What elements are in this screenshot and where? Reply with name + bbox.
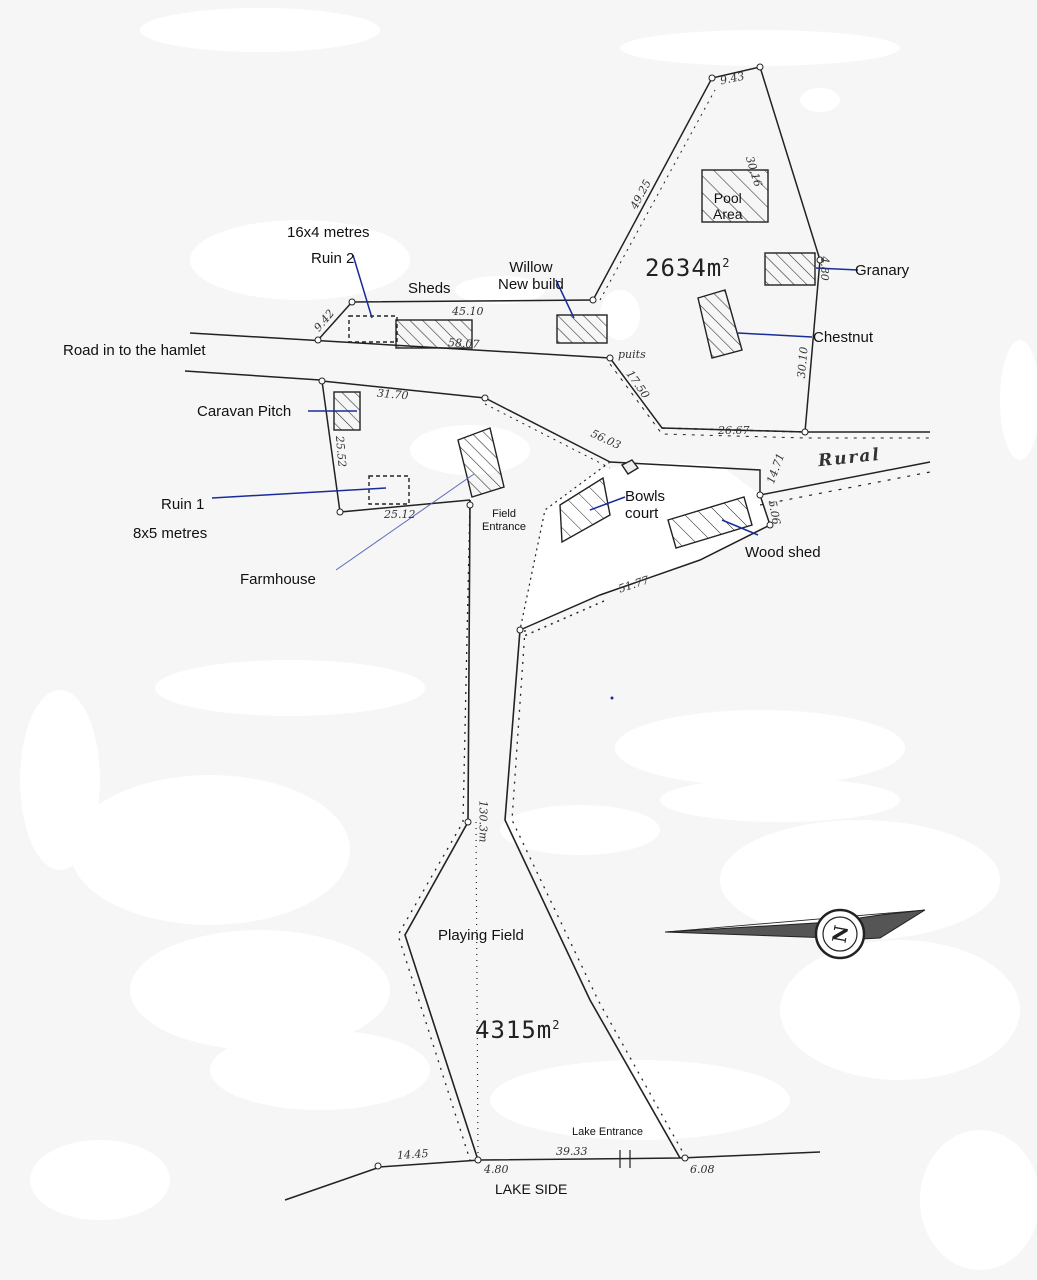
label-road-in: Road in to the hamlet <box>63 342 206 359</box>
label-field-entrance: Field Entrance <box>482 508 526 533</box>
stray-dot <box>610 696 614 700</box>
playing-field-boundary <box>397 499 687 1161</box>
ruin-2 <box>348 315 398 343</box>
area-north-plot: 2634m2 <box>645 254 730 282</box>
meas-2552: 25.52 <box>332 435 349 468</box>
label-entrance: Entrance <box>482 520 527 533</box>
label-willow: Willow <box>509 259 553 276</box>
label-bowls: Bowls <box>625 488 666 505</box>
granary <box>764 252 816 286</box>
well <box>620 459 640 475</box>
meas-480b: 4.80 <box>484 1163 509 1176</box>
label-bowls-court: Bowls court <box>625 488 665 523</box>
compass <box>664 908 926 960</box>
lake-entrance-gate <box>619 1150 631 1168</box>
ruin-1 <box>368 475 410 505</box>
label-new-build: New build <box>498 276 564 294</box>
label-chestnut: Chestnut <box>813 329 874 346</box>
pool-area <box>701 169 769 223</box>
label-pool: Pool <box>713 190 742 206</box>
bowls-court <box>559 476 611 544</box>
label-lake-side: LAKE SIDE <box>495 1181 568 1197</box>
farmhouse <box>457 427 505 498</box>
meas-1445: 14.45 <box>396 1146 429 1163</box>
area-south-field-sup: 2 <box>552 1018 561 1032</box>
area-north-plot-value: 2634m <box>645 254 723 282</box>
chestnut <box>697 289 743 359</box>
label-ruin1: Ruin 1 <box>161 496 205 513</box>
leader-lines <box>211 254 859 571</box>
meas-130: 130.3m <box>476 800 490 843</box>
meas-608: 6.08 <box>690 1163 715 1176</box>
label-sheds: Sheds <box>408 280 451 297</box>
label-ruin2: Ruin 2 <box>311 250 355 267</box>
area-south-field-value: 4315m <box>475 1016 553 1044</box>
meas-2667: 26.67 <box>718 424 750 437</box>
label-wood-shed: Wood shed <box>745 544 821 561</box>
redaction-blobs <box>20 8 1037 1270</box>
label-caravan-pitch: Caravan Pitch <box>197 403 292 420</box>
meas-480: 4.80 <box>817 256 831 281</box>
label-willow-new-build: Willow New build <box>498 259 564 294</box>
label-field: Field <box>492 508 516 520</box>
meas-3933: 39.33 <box>556 1145 588 1158</box>
survey-points <box>314 63 824 1170</box>
label-court: court <box>625 505 659 523</box>
label-granary: Granary <box>855 262 910 279</box>
label-ruin1-size: 8x5 metres <box>133 525 208 542</box>
willow-new-build <box>556 314 608 344</box>
area-south-field: 4315m2 <box>475 1016 560 1044</box>
label-pool-area: Pool Area <box>713 190 743 222</box>
meas-4510: 45.10 <box>452 305 484 318</box>
meas-3170: 31.70 <box>376 386 410 403</box>
area-north-plot-sup: 2 <box>722 256 731 270</box>
label-ruin2-size: 16x4 metres <box>287 224 370 241</box>
label-area: Area <box>713 206 743 223</box>
label-farmhouse: Farmhouse <box>240 571 316 588</box>
label-puits: puits <box>618 348 646 361</box>
label-lake-entrance: Lake Entrance <box>572 1126 643 1138</box>
roads <box>184 332 931 1201</box>
wood-shed <box>667 496 753 549</box>
compass-n-letter: N <box>829 924 854 945</box>
meas-3010: 30.10 <box>794 346 811 379</box>
meas-5807: 58.07 <box>447 336 480 351</box>
meas-2512: 25.12 <box>384 508 416 521</box>
label-playing-field: Playing Field <box>438 927 524 944</box>
sheds <box>395 319 473 349</box>
